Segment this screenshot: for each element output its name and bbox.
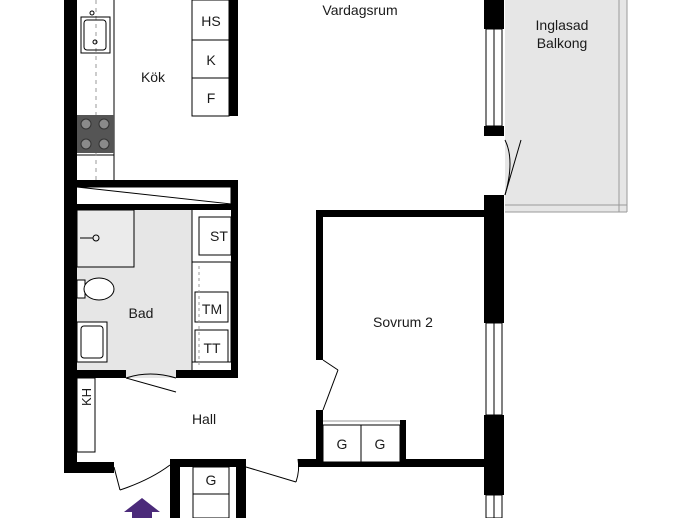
room-label-balkong-1: Inglasad <box>536 17 589 33</box>
shower-icon <box>76 209 135 268</box>
balcony-door <box>504 139 522 196</box>
room-label-vardagsrum: Vardagsrum <box>322 2 397 18</box>
hall-door <box>245 458 300 483</box>
bedroom-door <box>322 359 339 411</box>
fixture-label-f: F <box>207 90 216 106</box>
fixture-label-k: K <box>206 52 216 68</box>
kitchen-tall-cabinets <box>191 0 230 117</box>
bath-door <box>125 373 177 393</box>
toilet-icon <box>76 277 115 301</box>
room-label-hall: Hall <box>192 411 216 427</box>
entrance-door <box>113 464 171 491</box>
fixture-label-g3: G <box>206 472 217 488</box>
closets <box>192 424 401 518</box>
room-label-sovrum2: Sovrum 2 <box>373 314 433 330</box>
balcony-floor <box>505 0 627 212</box>
fixture-label-tm: TM <box>202 301 222 317</box>
room-label-bad: Bad <box>129 305 154 321</box>
bath-sink-icon <box>76 321 108 363</box>
entrance-arrow-icon <box>124 498 160 518</box>
fixture-label-kh: KH <box>79 388 94 406</box>
fixture-label-hs: HS <box>201 13 220 29</box>
fixture-label-st: ST <box>210 228 228 244</box>
kitchen-divider-shelf <box>76 186 232 205</box>
fixture-label-g1: G <box>337 436 348 452</box>
walls <box>64 0 504 518</box>
room-label-kok: Kök <box>141 69 166 85</box>
sink-icon <box>80 10 111 54</box>
fixture-label-tt: TT <box>203 340 221 356</box>
room-label-balkong-2: Balkong <box>537 35 588 51</box>
fixture-label-g2: G <box>375 436 386 452</box>
stove-icon <box>77 115 114 153</box>
utility-cabinets <box>191 216 232 363</box>
